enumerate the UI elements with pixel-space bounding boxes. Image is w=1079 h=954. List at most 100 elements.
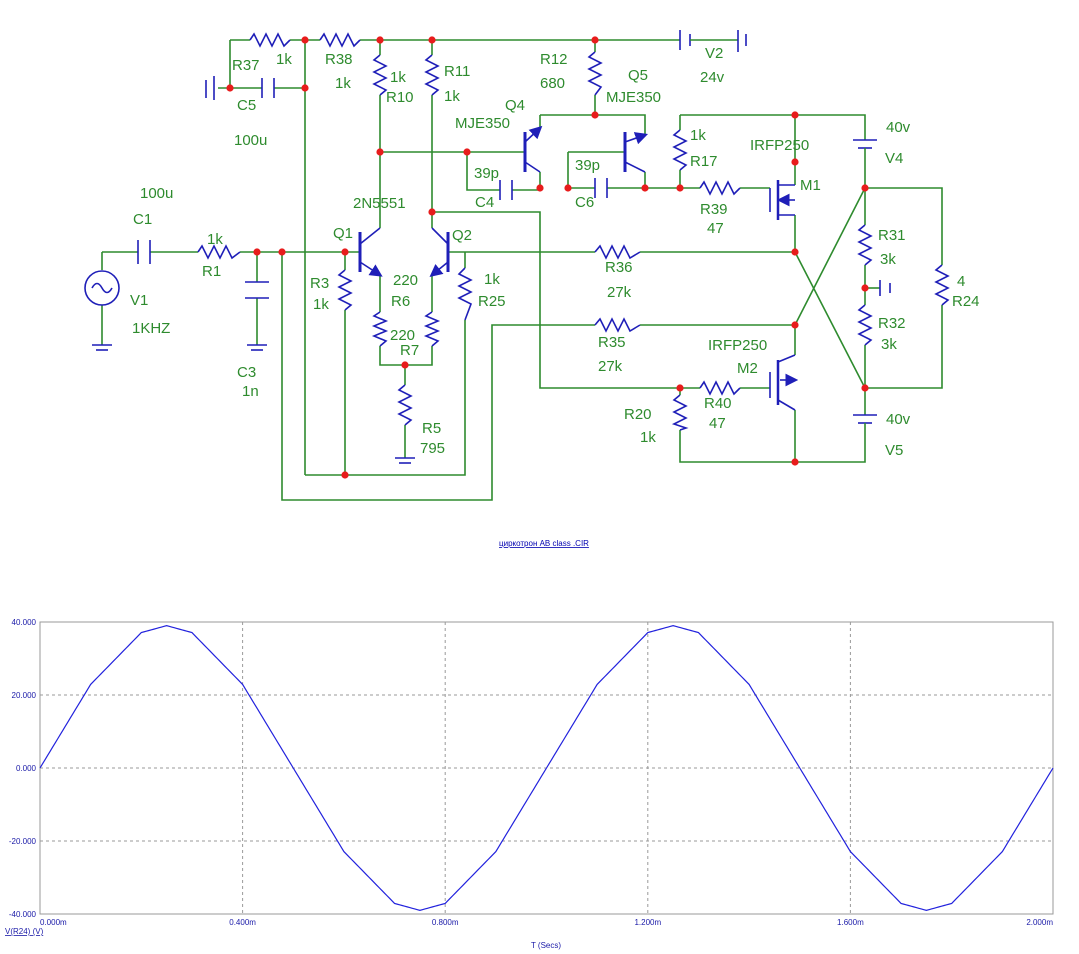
label-r12v: 680	[540, 75, 565, 92]
junction-node	[226, 84, 234, 92]
transistor-q1	[358, 227, 383, 277]
label-r10v: 1k	[390, 69, 406, 86]
label-r17v: 1k	[690, 127, 706, 144]
label-r11: R11	[444, 63, 470, 80]
label-v2: V2	[705, 45, 723, 62]
x-tick-label: 0.000m	[40, 918, 67, 927]
label-q2: Q2	[452, 227, 472, 244]
label-r11v: 1k	[444, 88, 460, 105]
resistor-r1	[197, 244, 241, 260]
label-r37v: 1k	[276, 51, 292, 68]
label-r5: R5	[422, 420, 441, 437]
label-c4v: 39p	[474, 165, 499, 182]
y-axis-label: V(R24) (V)	[5, 927, 44, 936]
label-q4: Q4	[505, 97, 525, 114]
label-q5m: MJE350	[606, 89, 661, 106]
battery-v2	[679, 30, 747, 52]
label-r37: R37	[232, 57, 260, 74]
capacitor-c5	[261, 78, 275, 98]
y-tick-label: 20.000	[12, 691, 37, 700]
label-c1: C1	[133, 211, 152, 228]
label-r40v: 47	[709, 415, 726, 432]
label-r32: R32	[878, 315, 906, 332]
label-r1v: 1k	[207, 231, 223, 248]
label-v2v: 24v	[700, 69, 725, 86]
resistor-r35	[594, 317, 641, 333]
capacitor-c3	[245, 281, 269, 299]
resistor-r17	[672, 129, 688, 171]
ground-v1	[92, 344, 112, 351]
components	[84, 30, 950, 464]
label-c5v: 100u	[234, 132, 267, 149]
y-tick-label: -40.000	[9, 910, 37, 919]
label-r36: R36	[605, 259, 633, 276]
x-tick-label: 2.000m	[1026, 918, 1053, 927]
circuit-schematic: R371kR381kC5100u1kR10R111kR12680V224vQ4M…	[84, 30, 980, 548]
junction-node	[861, 184, 869, 192]
battery-v5	[853, 414, 877, 435]
x-axis-label: T (Secs)	[531, 941, 561, 950]
mosfet-m1	[769, 180, 795, 220]
label-r3v: 1k	[313, 296, 329, 313]
label-m1m: IRFP250	[750, 137, 809, 154]
label-m2m: IRFP250	[708, 337, 767, 354]
junction-node	[376, 148, 384, 156]
resistor-r11	[424, 54, 440, 96]
resistor-r25	[457, 267, 473, 321]
resistor-r12	[587, 51, 603, 96]
junction-node	[791, 458, 799, 466]
series-line-vr24	[39, 625, 1054, 911]
label-v1: V1	[130, 292, 148, 309]
y-tick-label: 40.000	[12, 618, 37, 627]
label-r1: R1	[202, 263, 221, 280]
label-r40: R40	[704, 395, 732, 412]
label-q1: Q1	[333, 225, 353, 242]
label-m1: M1	[800, 177, 821, 194]
label-q1m: 2N5551	[353, 195, 406, 212]
junction-node	[401, 361, 409, 369]
label-r20v: 1k	[640, 429, 656, 446]
mosfet-m2	[769, 354, 799, 411]
junction-node	[301, 36, 309, 44]
resistor-r38	[319, 32, 361, 48]
label-r17: R17	[690, 153, 718, 170]
resistor-r3	[337, 269, 353, 311]
resistor-r36	[594, 244, 641, 260]
label-r31: R31	[878, 227, 906, 244]
label-r39: R39	[700, 201, 728, 218]
resistor-r20	[671, 394, 689, 431]
label-r35: R35	[598, 334, 626, 351]
label-c3: C3	[237, 364, 256, 381]
x-tick-label: 1.600m	[837, 918, 864, 927]
junction-node	[676, 384, 684, 392]
label-v4v: 40v	[886, 119, 911, 136]
junction-node	[591, 111, 599, 119]
label-q4m: MJE350	[455, 115, 510, 132]
junction-node	[861, 384, 869, 392]
battery-c5-left	[205, 76, 215, 100]
label-r31v: 3k	[880, 251, 896, 268]
signal-source-v1	[84, 270, 120, 306]
label-r7v: 220	[390, 327, 415, 344]
junction-node	[341, 471, 349, 479]
resistor-r7	[423, 311, 441, 347]
label-r36v: 27k	[607, 284, 632, 301]
ground-c3	[247, 344, 267, 351]
junction-nodes	[226, 36, 869, 479]
resistor-r39	[699, 180, 741, 196]
junction-node	[791, 111, 799, 119]
battery-v4	[853, 139, 877, 160]
label-c6: C6	[575, 194, 594, 211]
resistor-r24	[934, 264, 950, 306]
junction-node	[564, 184, 572, 192]
label-r7: R7	[400, 342, 419, 359]
junction-node	[428, 208, 436, 216]
label-r32v: 3k	[881, 336, 897, 353]
y-tick-label: -20.000	[9, 837, 37, 846]
label-v5: V5	[885, 442, 903, 459]
label-r25: R25	[478, 293, 506, 310]
junction-node	[791, 321, 799, 329]
